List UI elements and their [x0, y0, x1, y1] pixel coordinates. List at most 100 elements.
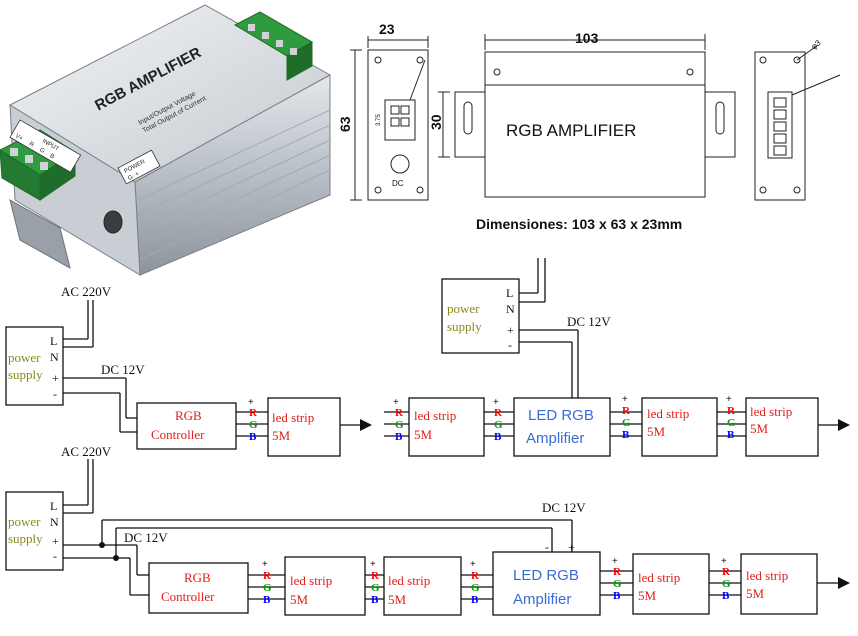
d2-a-out-B: B [613, 590, 621, 602]
d1-psu-minus: - [53, 387, 57, 401]
d1-ctrl-G: G [249, 419, 258, 431]
d2-dc-label: DC 12V [124, 530, 168, 545]
d1-psu2-text-2: supply [447, 319, 482, 334]
d1-s4-B: B [727, 429, 735, 441]
d1-ctrl-text-2: Controller [151, 427, 205, 442]
d1-strip2-text: led strip [414, 408, 456, 423]
d2-psu-plus: + [52, 534, 59, 548]
d1-amp-text-2: Amplifier [526, 430, 584, 447]
d1-strip1-text: led strip [272, 410, 314, 425]
d2-a-in-R: R [471, 570, 480, 582]
front-view-drawing [438, 34, 736, 198]
d1-dc-label: DC 12V [101, 362, 145, 377]
d1-a-in-R: R [494, 407, 503, 419]
psu2-box [441, 278, 520, 354]
d1-psu2-text-1: power [447, 301, 480, 316]
d1-psu-N: N [50, 350, 59, 364]
d1-s4-R: R [727, 405, 736, 417]
d2-strip7-5m: 5M [638, 588, 657, 603]
d1-psu2-L: L [506, 286, 513, 300]
d2-a-out-R: R [613, 566, 622, 578]
strip8-box [740, 553, 818, 615]
d2-s6-R: R [371, 570, 380, 582]
strip5-box [284, 556, 366, 616]
d2-ctrl-B: B [263, 594, 271, 606]
d2-ac-label: AC 220V [61, 444, 112, 459]
side-view-body [367, 49, 429, 201]
d2-s6-B: B [371, 594, 379, 606]
d1-psu2-minus: - [508, 338, 512, 352]
d2-s8-R: R [722, 566, 731, 578]
d1-psu-text-1: power [8, 350, 41, 365]
arrow-3 [838, 577, 850, 589]
d1-s2-B: B [395, 431, 403, 443]
d2-s6-plus: + [370, 559, 376, 570]
strip4-box [745, 397, 819, 457]
junction-plus [99, 542, 105, 548]
mount-plate [9, 198, 71, 270]
d2-psu-N: N [50, 515, 59, 529]
end-view-terminal [767, 91, 793, 159]
d2-s8-B: B [722, 590, 730, 602]
d1-strip4-5m: 5M [750, 421, 769, 436]
input-pin-b: B [49, 153, 55, 160]
power-label-box: POWER G- + [117, 149, 161, 185]
d2-strip8-text: led strip [746, 568, 788, 583]
d2-a-in-B: B [471, 594, 479, 606]
d1-ac-label: AC 220V [61, 284, 112, 299]
d2-amp-text-2: Amplifier [513, 591, 571, 608]
d2-ctrl-G: G [263, 582, 272, 594]
d2-strip6-text: led strip [388, 573, 430, 588]
d2-s8-G: G [722, 578, 731, 590]
d1-ctrl-text-1: RGB [175, 408, 202, 423]
dim-30: 30 [428, 114, 444, 130]
strip2-box [408, 397, 485, 457]
d1-a-out-R: R [622, 405, 631, 417]
end-view-drawing [754, 44, 841, 201]
terminal-block-right [233, 11, 314, 81]
d1-amp-text-1: LED RGB [528, 407, 594, 424]
d1-s4-plus: + [726, 394, 732, 405]
dim-23: 23 [379, 21, 395, 37]
power-pins: G- + [127, 171, 141, 182]
d2-ctrl-plus: + [262, 559, 268, 570]
d2-ctrl-text-2: Controller [161, 589, 215, 604]
front-view-title: RGB AMPLIFIER [506, 121, 636, 140]
psu1-box [5, 326, 64, 406]
d2-a-out-plus: + [612, 556, 618, 567]
d1-a-out-B: B [622, 429, 630, 441]
junction-minus [113, 555, 119, 561]
controller1-box [136, 402, 237, 450]
amp1-box [513, 397, 611, 457]
d2-strip5-5m: 5M [290, 592, 309, 607]
d1-s2-plus: + [393, 397, 399, 408]
side-dc-label: DC [392, 179, 404, 188]
d2-amp-minus: - [545, 540, 549, 554]
d2-amp-text-1: LED RGB [513, 567, 579, 584]
d1-psu-L: L [50, 334, 57, 348]
strip7-box [632, 553, 710, 615]
d2-a-out-G: G [613, 578, 622, 590]
product-photo: RGB AMPLIFIER Input/Output Voltage Total… [0, 4, 332, 276]
input-pin-v: V+ [14, 133, 24, 142]
end-view-body [754, 51, 806, 201]
wiring-diagram-2 [5, 459, 838, 616]
d1-a-in-G: G [494, 419, 503, 431]
d2-psu-text-1: power [8, 514, 41, 529]
d2-a-in-G: G [471, 582, 480, 594]
strip6-box [383, 556, 462, 616]
strip3-box [641, 397, 718, 457]
controller2-box [148, 562, 249, 614]
d2-ctrl-R: R [263, 570, 272, 582]
d1-psu-text-2: supply [8, 367, 43, 382]
d1-ctrl-R: R [249, 407, 258, 419]
input-pin-r: R [28, 141, 35, 149]
psu3-box [5, 491, 64, 571]
front-view-flange-left [454, 91, 486, 158]
strip1-box [267, 397, 341, 457]
d2-a-in-plus: + [470, 559, 476, 570]
input-pin-g: G [38, 147, 45, 155]
d1-psu2-plus: + [507, 323, 514, 337]
arrow-2 [838, 419, 850, 431]
d2-amp-plus: + [568, 540, 575, 554]
